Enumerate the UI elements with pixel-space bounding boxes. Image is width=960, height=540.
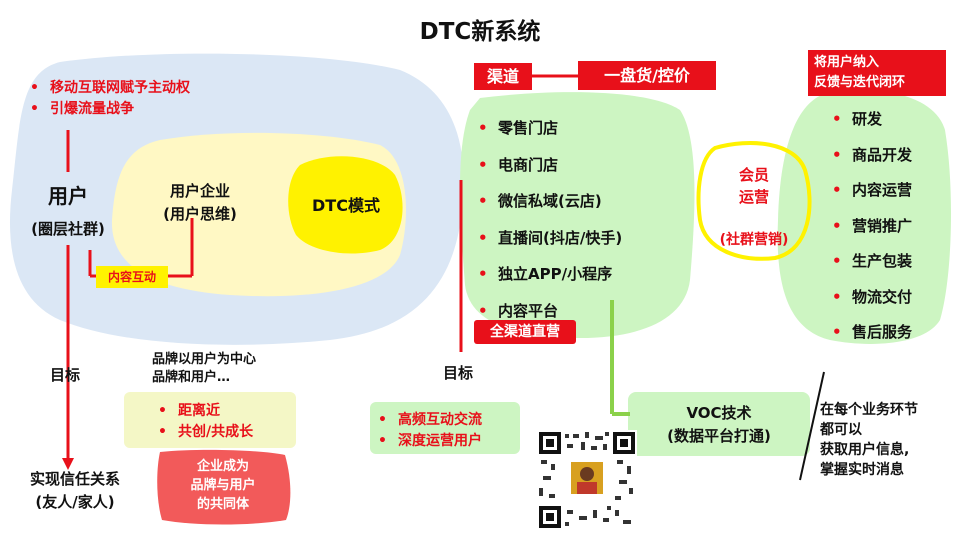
enterprise-subtitle: (用户思维) [163, 205, 237, 223]
membership-subtitle: (社群营销) [719, 232, 789, 248]
voc-text: VOC技术 (数据平台打通) [632, 402, 806, 448]
list-item: 距离近 [156, 401, 253, 422]
list-item: 商品开发 [830, 138, 912, 174]
voc-note-line: 掌握实时消息 [820, 462, 904, 478]
channel-tag: 渠道 [474, 63, 532, 90]
enterprise-title: 用户企业 [169, 182, 230, 200]
inventory-tag: 一盘货/控价 [578, 61, 716, 90]
voc-note: 在每个业务环节 都可以 获取用户信息, 掌握实时消息 [820, 400, 918, 480]
list-item: 微信私域(云店) [476, 183, 622, 220]
list-item: 营销推广 [830, 209, 912, 245]
user-title: 用户 [48, 184, 88, 208]
community-line: 的共同体 [196, 497, 249, 512]
dtc-mode-label: DTC模式 [312, 196, 380, 215]
list-item: 移动互联网赋予主动权 [28, 78, 190, 99]
membership-line: 会员 [738, 166, 769, 184]
left-target-label: 目标 [50, 366, 81, 384]
channel-target-label: 目标 [443, 364, 474, 382]
dtc-mode-blob [288, 156, 403, 254]
voc-box [628, 392, 810, 456]
membership-ring [696, 141, 812, 261]
brand-line-1: 品牌以用户为中心 [152, 352, 257, 367]
all-channel-tag: 全渠道直营 [474, 320, 576, 344]
list-item: 独立APP/小程序 [476, 256, 622, 293]
list-item: 深度运营用户 [376, 431, 482, 452]
feedback-tag-line: 反馈与迭代闭环 [814, 75, 906, 90]
voc-note-line: 在每个业务环节 [820, 402, 918, 418]
list-item: 生产包装 [830, 244, 912, 280]
voc-note-line: 都可以 [820, 422, 862, 438]
left-bullet-list: 移动互联网赋予主动权 引爆流量战争 [28, 78, 190, 120]
list-item: 直播间(抖店/快手) [476, 220, 622, 257]
community-box [157, 449, 291, 525]
list-item: 电商门店 [476, 147, 622, 184]
community-line: 企业成为 [196, 459, 249, 474]
list-item: 内容运营 [830, 173, 912, 209]
channel-list: 零售门店 电商门店 微信私域(云店) 直播间(抖店/快手) 独立APP/小程序 … [476, 110, 622, 329]
content-interaction-tag: 内容互动 [96, 266, 168, 288]
list-item: 研发 [830, 102, 912, 138]
trust-subtitle: (友人/家人) [35, 493, 115, 511]
user-subtitle: (圈层社群) [31, 220, 105, 238]
voc-note-line: 获取用户信息, [820, 442, 910, 458]
list-item: 零售门店 [476, 110, 622, 147]
list-item: 共创/共成长 [156, 422, 253, 443]
community-text: 企业成为 品牌与用户 的共同体 [160, 457, 286, 514]
trust-title: 实现信任关系 [29, 470, 120, 488]
list-item: 售后服务 [830, 315, 912, 351]
voc-title: VOC技术 [686, 404, 752, 422]
feedback-tag: 将用户纳入 反馈与迭代闭环 [808, 50, 946, 96]
qr-code-image [537, 430, 637, 530]
list-item: 引爆流量战争 [28, 99, 190, 120]
list-item: 物流交付 [830, 280, 912, 316]
page-title: DTC新系统 [419, 19, 541, 45]
voc-subtitle: (数据平台打通) [667, 427, 771, 445]
list-item: 高频互动交流 [376, 410, 482, 431]
qr-code-icon [537, 430, 637, 530]
membership-text: 会员 运营 [706, 164, 802, 208]
membership-line: 运营 [738, 188, 769, 206]
list-item: 内容平台 [476, 293, 622, 330]
community-line: 品牌与用户 [190, 478, 256, 493]
brand-bullet-list: 距离近 共创/共成长 [156, 401, 253, 443]
feedback-tag-line: 将用户纳入 [814, 55, 880, 70]
brand-line-2: 品牌和用户… [152, 370, 231, 385]
engage-bullet-list: 高频互动交流 深度运营用户 [376, 410, 482, 452]
feedback-list: 研发 商品开发 内容运营 营销推广 生产包装 物流交付 售后服务 [830, 102, 912, 351]
